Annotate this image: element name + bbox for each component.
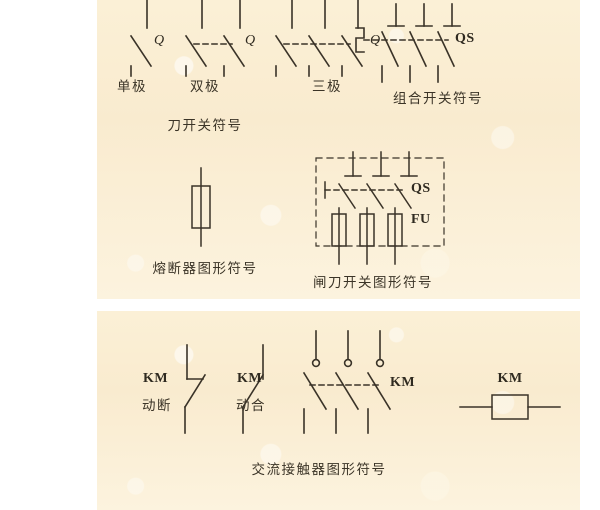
combination-switch-symbol [355,3,461,83]
contact-dot-icon [375,358,385,368]
knife-switch-single-pole-tag: Q [154,33,165,48]
knife-switch-single-pole-label: 单极 [117,79,147,94]
contactor-coil-tag: KM [497,371,523,386]
knife-switch-double-pole-label: 双极 [190,79,220,94]
nc-contact-symbol [183,344,207,434]
combination-switch-caption: 组合开关符号 [393,91,483,106]
combination-switch-tag: QS [455,31,475,46]
knife-blade-switch-caption: 闸刀开关图形符号 [313,275,433,290]
contact-dot-icon [343,358,353,368]
no-contact-symbol [241,344,265,434]
no-contact-label: 动合 [236,398,266,413]
top-panel: Q 单极 Q 双极 [97,0,580,299]
knife-switch-double-pole-tag: Q [245,33,256,48]
contactor-coil-symbol [459,394,561,420]
knife-switch-double-pole-symbol [184,0,246,77]
dashed-enclosure [315,157,445,247]
knife-blade-fuse-tag: FU [411,212,431,227]
knife-switch-three-pole-symbol [274,0,364,77]
knife-blade-switch-symbol [315,151,445,265]
nc-contact-label: 动断 [142,398,172,413]
bottom-panel: KM 动断 KM 动合 [97,311,580,510]
knife-switch-single-pole-symbol [129,0,153,77]
main-contacts-symbol [302,330,392,434]
nc-contact-tag: KM [143,371,169,386]
contact-dot-icon [311,358,321,368]
main-contacts-tag: KM [390,375,416,390]
fuse-symbol [191,167,211,247]
ac-contactor-caption: 交流接触器图形符号 [251,462,387,477]
no-contact-tag: KM [237,371,263,386]
knife-blade-switch-tag: QS [411,181,431,196]
fuse-caption: 熔断器图形符号 [152,261,258,276]
knife-switch-three-pole-label: 三极 [312,79,342,94]
knife-switch-caption: 刀开关符号 [167,118,243,133]
